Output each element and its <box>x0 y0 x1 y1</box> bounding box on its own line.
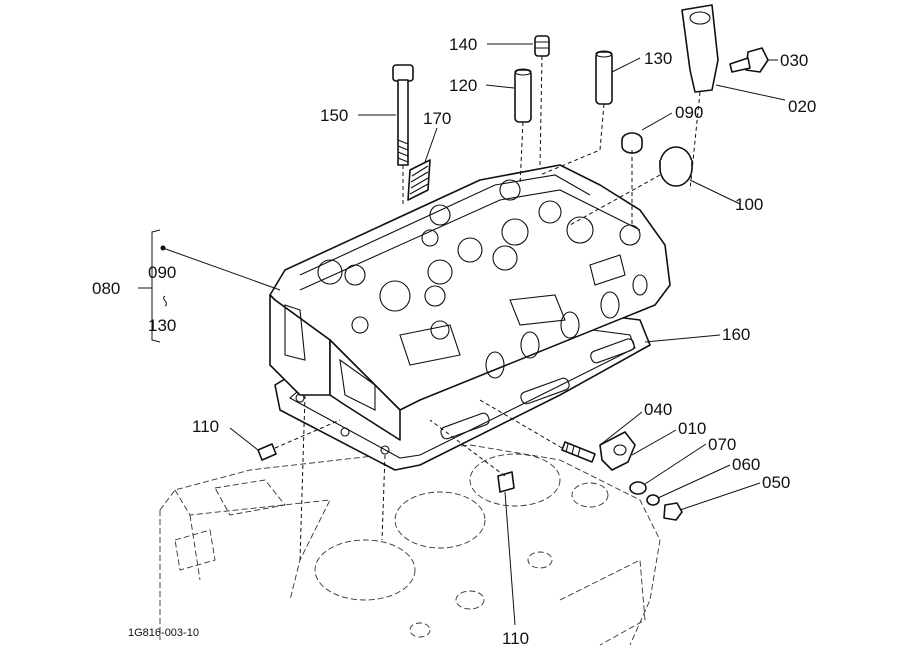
callout-170: 170 <box>423 109 451 128</box>
part-030-bolt <box>729 47 769 73</box>
callout-040: 040 <box>644 400 672 419</box>
part-170-plate <box>407 159 431 201</box>
callout-110-left: 110 <box>192 417 219 436</box>
part-060-washer <box>646 494 660 506</box>
callout-120: 120 <box>449 76 477 95</box>
part-130-valve-guide <box>539 50 613 176</box>
callout-130-top: 130 <box>644 49 672 68</box>
callout-100: 100 <box>735 195 763 214</box>
callout-110-bottom: 110 <box>502 629 529 648</box>
callout-050: 050 <box>762 473 790 492</box>
part-090-cap <box>621 132 643 225</box>
callout-160: 160 <box>722 325 750 344</box>
part-120-valve-guide <box>514 68 532 186</box>
part-140-plug <box>534 35 550 166</box>
callout-020: 020 <box>788 97 816 116</box>
cylinder-head <box>269 164 671 441</box>
callout-090-top: 090 <box>675 103 703 122</box>
part-010-bracket <box>599 431 636 471</box>
diagram-id: 1G816-003-10 <box>128 627 199 639</box>
callout-060: 060 <box>732 455 760 474</box>
part-050-nut <box>663 502 683 521</box>
part-150-head-bolt <box>392 64 414 205</box>
callout-090-group: 090 <box>148 263 176 282</box>
callout-140: 140 <box>449 35 477 54</box>
engine-block <box>159 444 661 646</box>
part-110-plug-bottom <box>429 419 515 493</box>
callout-150: 150 <box>320 106 348 125</box>
part-070-washer <box>629 481 647 495</box>
part-100-plug <box>569 146 693 226</box>
leader-lines <box>162 43 786 626</box>
part-020-lifting-hanger <box>681 4 719 191</box>
part-110-plug-left <box>257 419 341 461</box>
group-bracket-080 <box>138 229 167 343</box>
part-040-stud <box>479 399 596 463</box>
callout-010: 010 <box>678 419 706 438</box>
callout-080: 080 <box>92 279 120 298</box>
callout-130-group: 130 <box>148 316 176 335</box>
callout-070: 070 <box>708 435 736 454</box>
callout-030: 030 <box>780 51 808 70</box>
